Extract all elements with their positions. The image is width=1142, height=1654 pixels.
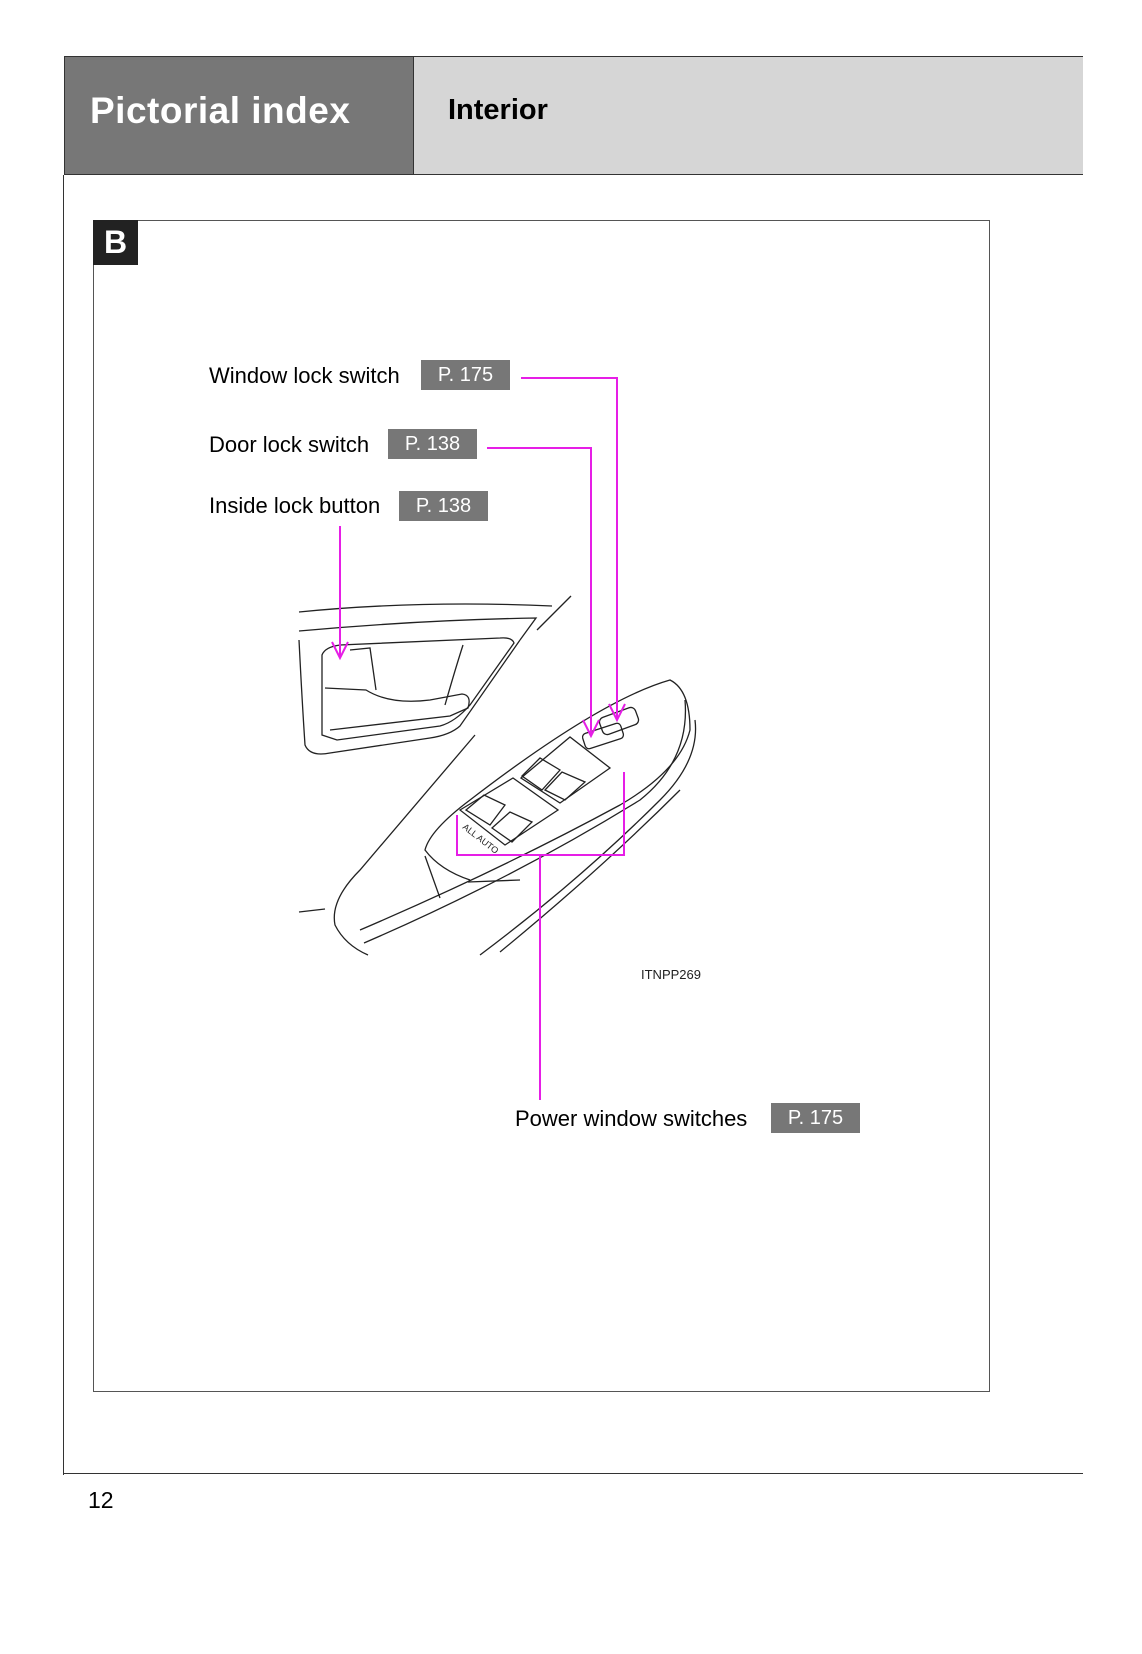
power-window-switches-label: Power window switches xyxy=(515,1106,748,1131)
inside-lock-button-label: Inside lock button xyxy=(209,493,381,518)
power-window-leader xyxy=(456,772,625,1100)
door-drawing xyxy=(298,595,697,956)
window-lock-leader xyxy=(521,377,618,718)
header-section-block xyxy=(64,56,414,175)
header-subsection-block xyxy=(414,56,1083,175)
window-lock-switch-page-ref[interactable]: P. 175 xyxy=(421,360,510,390)
page-frame-left xyxy=(63,175,64,1475)
inside-lock-button-page-ref[interactable]: P. 138 xyxy=(399,491,488,521)
power-window-switches-page-ref[interactable]: P. 175 xyxy=(771,1103,860,1133)
figure-code: ITNPP269 xyxy=(641,967,701,982)
door-lock-leader xyxy=(487,447,592,734)
door-lock-switch-label: Door lock switch xyxy=(209,432,370,457)
subsection-title: Interior xyxy=(448,94,548,126)
callout-lines xyxy=(331,377,626,1100)
window-lock-switch-label: Window lock switch xyxy=(209,363,400,388)
figure-box xyxy=(93,220,990,1392)
power-window-switch-panel xyxy=(458,706,640,846)
figure-badge: B xyxy=(93,220,138,265)
section-title: Pictorial index xyxy=(90,90,351,131)
door-lock-switch-page-ref[interactable]: P. 138 xyxy=(388,429,477,459)
page-number: 12 xyxy=(88,1487,114,1513)
page-frame-bottom xyxy=(63,1473,1083,1474)
